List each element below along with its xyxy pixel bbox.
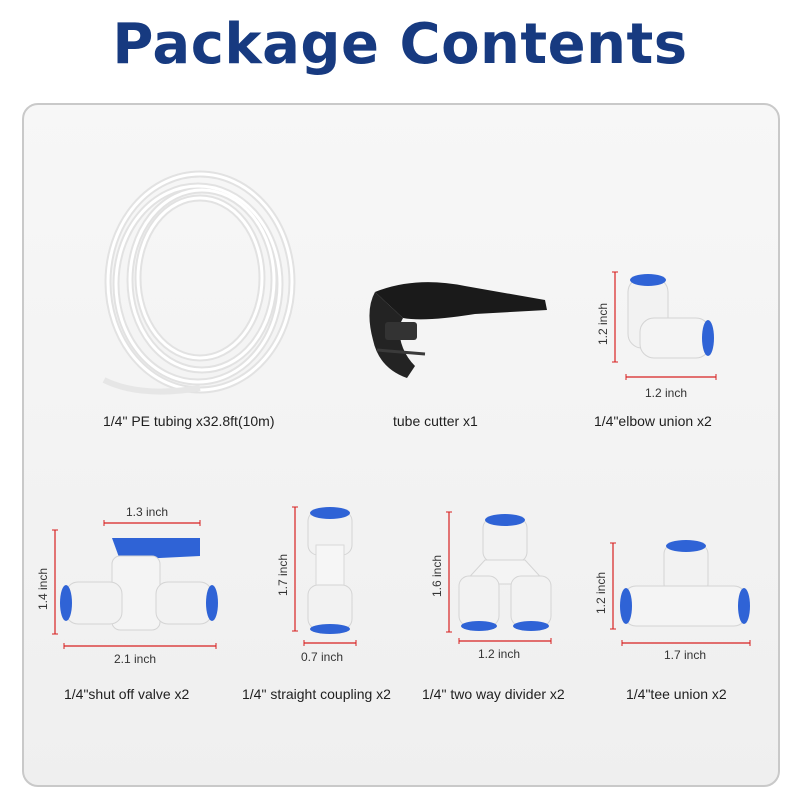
tee-width-dim: 1.7 inch	[664, 648, 707, 662]
elbow-width-line	[625, 374, 717, 380]
item-label-tee: 1/4"tee union x2	[626, 686, 727, 702]
coupling-width-dim: 0.7 inch	[301, 650, 344, 664]
elbow-union-icon	[627, 274, 714, 359]
item-label-coupling: 1/4" straight coupling x2	[242, 686, 391, 702]
elbow-height-dim: 1.2 inch	[596, 302, 610, 345]
divider-height-line	[446, 511, 452, 633]
coupling-height-dim: 1.7 inch	[276, 553, 290, 596]
straight-coupling-icon	[307, 507, 353, 634]
coupling-height-line	[292, 506, 298, 632]
elbow-width-dim: 1.2 inch	[645, 386, 688, 400]
item-label-tubing: 1/4" PE tubing x32.8ft(10m)	[103, 413, 275, 429]
tube-cutter-icon	[369, 282, 547, 378]
tee-width-line	[621, 640, 751, 646]
divider-height-dim: 1.6 inch	[430, 554, 444, 597]
divider-width-line	[458, 638, 552, 644]
divider-width-dim: 1.2 inch	[478, 647, 521, 661]
page-title: Package Contents	[112, 12, 688, 77]
tee-height-dim: 1.2 inch	[594, 571, 608, 614]
valve-top-dim: 1.3 inch	[126, 505, 169, 519]
item-label-cutter: tube cutter x1	[393, 413, 478, 429]
tee-height-line	[610, 542, 616, 630]
item-label-valve: 1/4"shut off valve x2	[64, 686, 190, 702]
valve-height-line	[52, 529, 58, 635]
tee-union-icon	[620, 540, 750, 627]
coiled-tubing-icon	[102, 170, 296, 395]
item-label-divider: 1/4" two way divider x2	[422, 686, 565, 702]
valve-width-line	[63, 643, 217, 649]
elbow-height-line	[612, 271, 618, 363]
shut-off-valve-icon	[60, 538, 218, 631]
two-way-divider-icon	[458, 514, 552, 631]
coupling-width-line	[303, 640, 357, 646]
valve-top-line	[103, 520, 201, 526]
item-label-elbow: 1/4"elbow union x2	[594, 413, 712, 429]
valve-height-dim: 1.4 inch	[36, 567, 50, 610]
valve-width-dim: 2.1 inch	[114, 652, 157, 666]
